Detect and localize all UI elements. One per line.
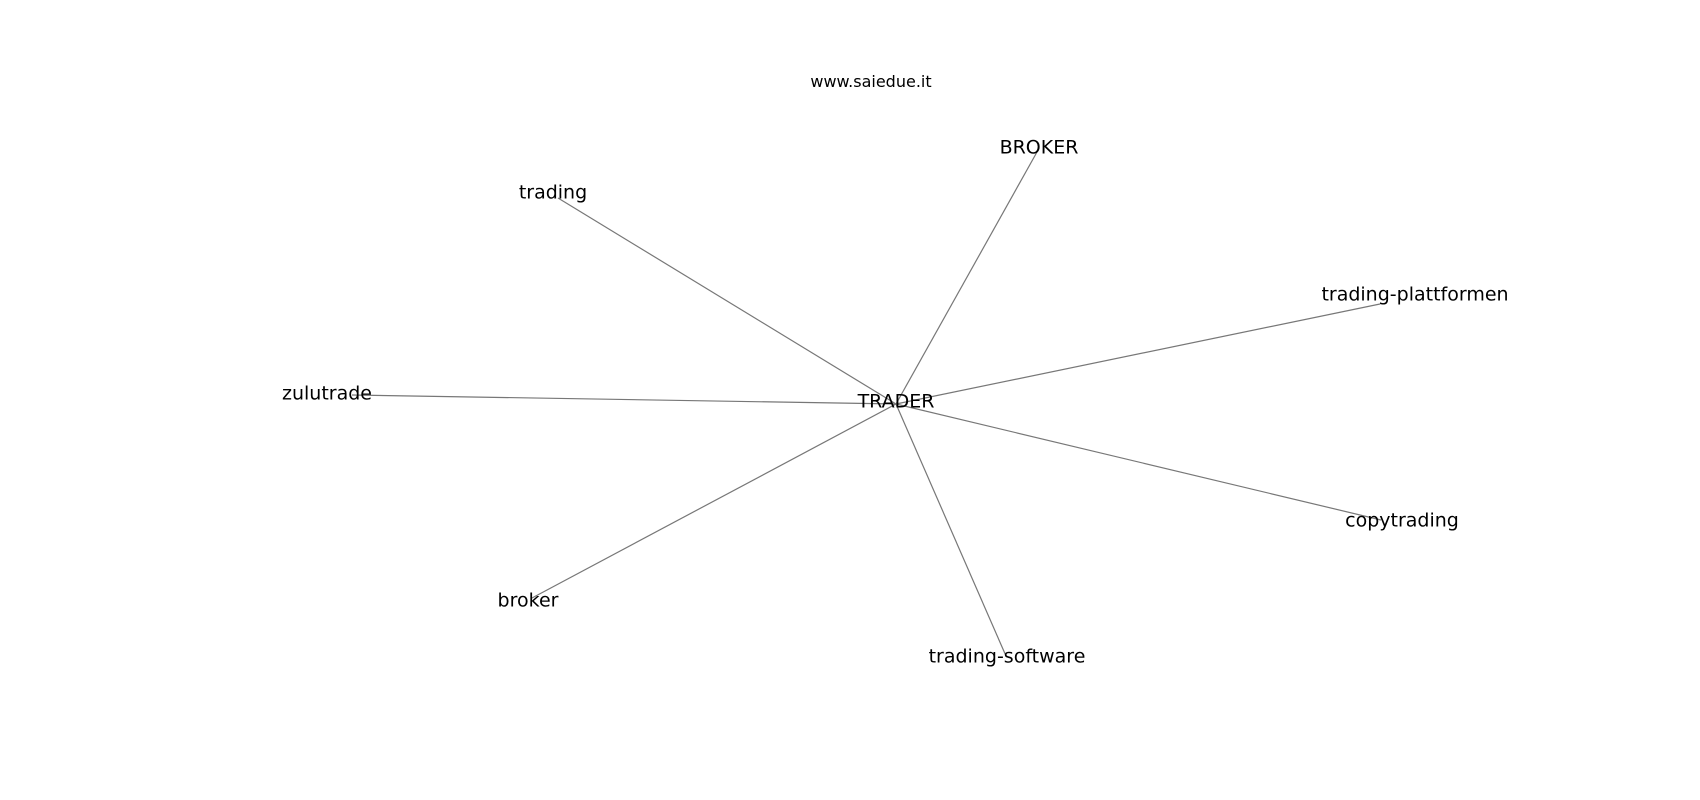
node-label-broker: BROKER — [1000, 137, 1079, 159]
node-label-trading-software: trading-software — [929, 646, 1086, 668]
node-label-zulutrade: zulutrade — [282, 383, 372, 405]
edge-trader-to-broker — [531, 403, 897, 599]
edge-trader-to-copytrading — [895, 403, 1382, 521]
edge-trader-to-broker — [895, 151, 1038, 405]
edge-trader-to-trading — [557, 197, 897, 405]
node-label-trading: trading — [519, 182, 587, 204]
node-labels-layer: TRADER BROKER trading trading-plattformen zu… — [282, 137, 1509, 668]
edges-layer — [351, 151, 1382, 657]
site-url: www.saiedue.it — [810, 72, 932, 91]
edge-trader-to-trading-software — [895, 403, 1007, 657]
node-label-copytrading: copytrading — [1345, 510, 1459, 532]
edge-trader-to-trading-plattformen — [895, 303, 1381, 405]
edge-trader-to-zulutrade — [351, 394, 897, 405]
node-label-broker: broker — [498, 590, 559, 612]
node-label-trader-center: TRADER — [857, 391, 935, 413]
node-label-trading-plattformen: trading-plattformen — [1321, 284, 1508, 306]
